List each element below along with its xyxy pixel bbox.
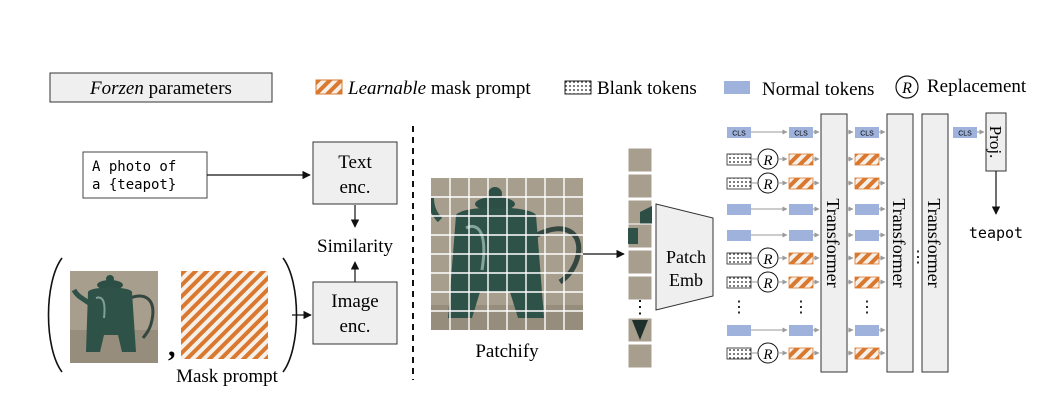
similarity-label: Similarity (317, 236, 394, 257)
replacement-op-label: R (762, 252, 772, 268)
token-ellipsis-1: ⋮ (731, 299, 747, 316)
mask-prompt-label: Mask prompt (176, 366, 279, 387)
text-encoder-box (312, 141, 398, 205)
image-encoder-box (312, 281, 398, 345)
normal-tokens-legend-label: Normal tokens (762, 79, 874, 100)
learnable-token (788, 153, 814, 166)
transformer-label-3: Transformer (924, 198, 944, 287)
cls-token-1 (789, 127, 813, 138)
legend: Forzen parameters Learnable mask prompt … (49, 72, 1027, 103)
replacement-op-label: R (762, 276, 772, 292)
token-ellipsis-3: ⋮ (859, 299, 875, 316)
learnable-token (854, 347, 880, 360)
blank-token (726, 347, 752, 360)
normal-token (789, 325, 813, 336)
blank-tokens-legend-label: Blank tokens (597, 78, 697, 99)
patch-ellipsis: ⋮ (631, 297, 649, 317)
cls-label-3: CLS (958, 131, 972, 138)
replacement-op-label: R (762, 347, 772, 363)
transformer-label-1: Transformer (823, 198, 843, 287)
learnable-token (854, 252, 880, 265)
normal-token (855, 230, 879, 241)
learnable-legend-label: Learnable mask prompt (347, 78, 531, 99)
replacement-symbol: R (901, 80, 912, 97)
token-ellipsis-2: ⋮ (793, 299, 809, 316)
text-encoder-line-2: enc. (339, 177, 370, 198)
normal-token (727, 204, 751, 215)
blank-token (726, 276, 752, 289)
mask-prompt-image (181, 271, 268, 359)
transformer-label-2: Transformer (889, 198, 909, 287)
dotted-box-icon (564, 80, 592, 95)
patch-emb-line-2: Emb (669, 270, 703, 290)
patchify-section: Patchify ⋮ Patch Emb (431, 147, 714, 369)
pair-comma: , (168, 330, 176, 363)
normal-token (789, 204, 813, 215)
normal-token (789, 230, 813, 241)
replacement-legend-label: Replacement (927, 76, 1027, 97)
learnable-token (788, 252, 814, 265)
projection-label: Proj. (986, 126, 1005, 159)
left-parenthesis (47, 257, 63, 373)
patch-emb-line-1: Patch (666, 247, 706, 267)
replacement-op-label: R (762, 153, 772, 169)
image-encoder-line-1: Image (331, 291, 378, 312)
blank-token (726, 153, 752, 166)
cls-label-1: CLS (794, 131, 808, 138)
text-prompt-line-2: a {teapot} (92, 177, 176, 193)
normal-token (727, 230, 751, 241)
text-encoder-line-1: Text (338, 152, 372, 173)
learnable-token (788, 347, 814, 360)
replacement-op-label: R (762, 177, 772, 193)
text-prompt-line-1: A photo of (92, 159, 176, 175)
patch-grid (431, 178, 583, 330)
teapot-photo (70, 271, 158, 363)
token-grid: CLS CLS CLS CLS R (726, 127, 985, 364)
learnable-token (854, 153, 880, 166)
text-prompt-box (82, 151, 208, 199)
cls-token-3 (953, 127, 977, 138)
patchify-label: Patchify (475, 341, 539, 362)
cls-label-input: CLS (732, 131, 746, 138)
transformer-block-1 (820, 113, 848, 373)
transformer-block-2 (886, 113, 914, 373)
learnable-token (854, 276, 880, 289)
blank-token (726, 177, 752, 190)
transformer-block-3 (921, 113, 949, 373)
learnable-token (854, 177, 880, 190)
normal-token (727, 325, 751, 336)
blank-token (726, 252, 752, 265)
normal-token (855, 204, 879, 215)
image-encoder-line-2: enc. (339, 316, 370, 337)
circled-r-icon (895, 75, 919, 99)
normal-token (855, 325, 879, 336)
learnable-token (788, 177, 814, 190)
frozen-legend-label: Forzen parameters (89, 78, 232, 99)
clip-section: A photo of a {teapot} Text enc. Similari… (47, 141, 398, 387)
patch-sequence: ⋮ (627, 147, 653, 369)
token-section: Transformer Transformer ⋮ Transformer CL… (726, 112, 1023, 373)
patch-embedding-block (655, 203, 714, 311)
output-label: teapot (969, 224, 1023, 242)
cls-label-2: CLS (860, 131, 874, 138)
normal-token-icon (724, 81, 750, 94)
cls-token-input (727, 127, 751, 138)
cls-token-2 (855, 127, 879, 138)
frozen-legend-box (49, 72, 273, 103)
hatched-box-icon (315, 79, 343, 95)
learnable-token (788, 276, 814, 289)
